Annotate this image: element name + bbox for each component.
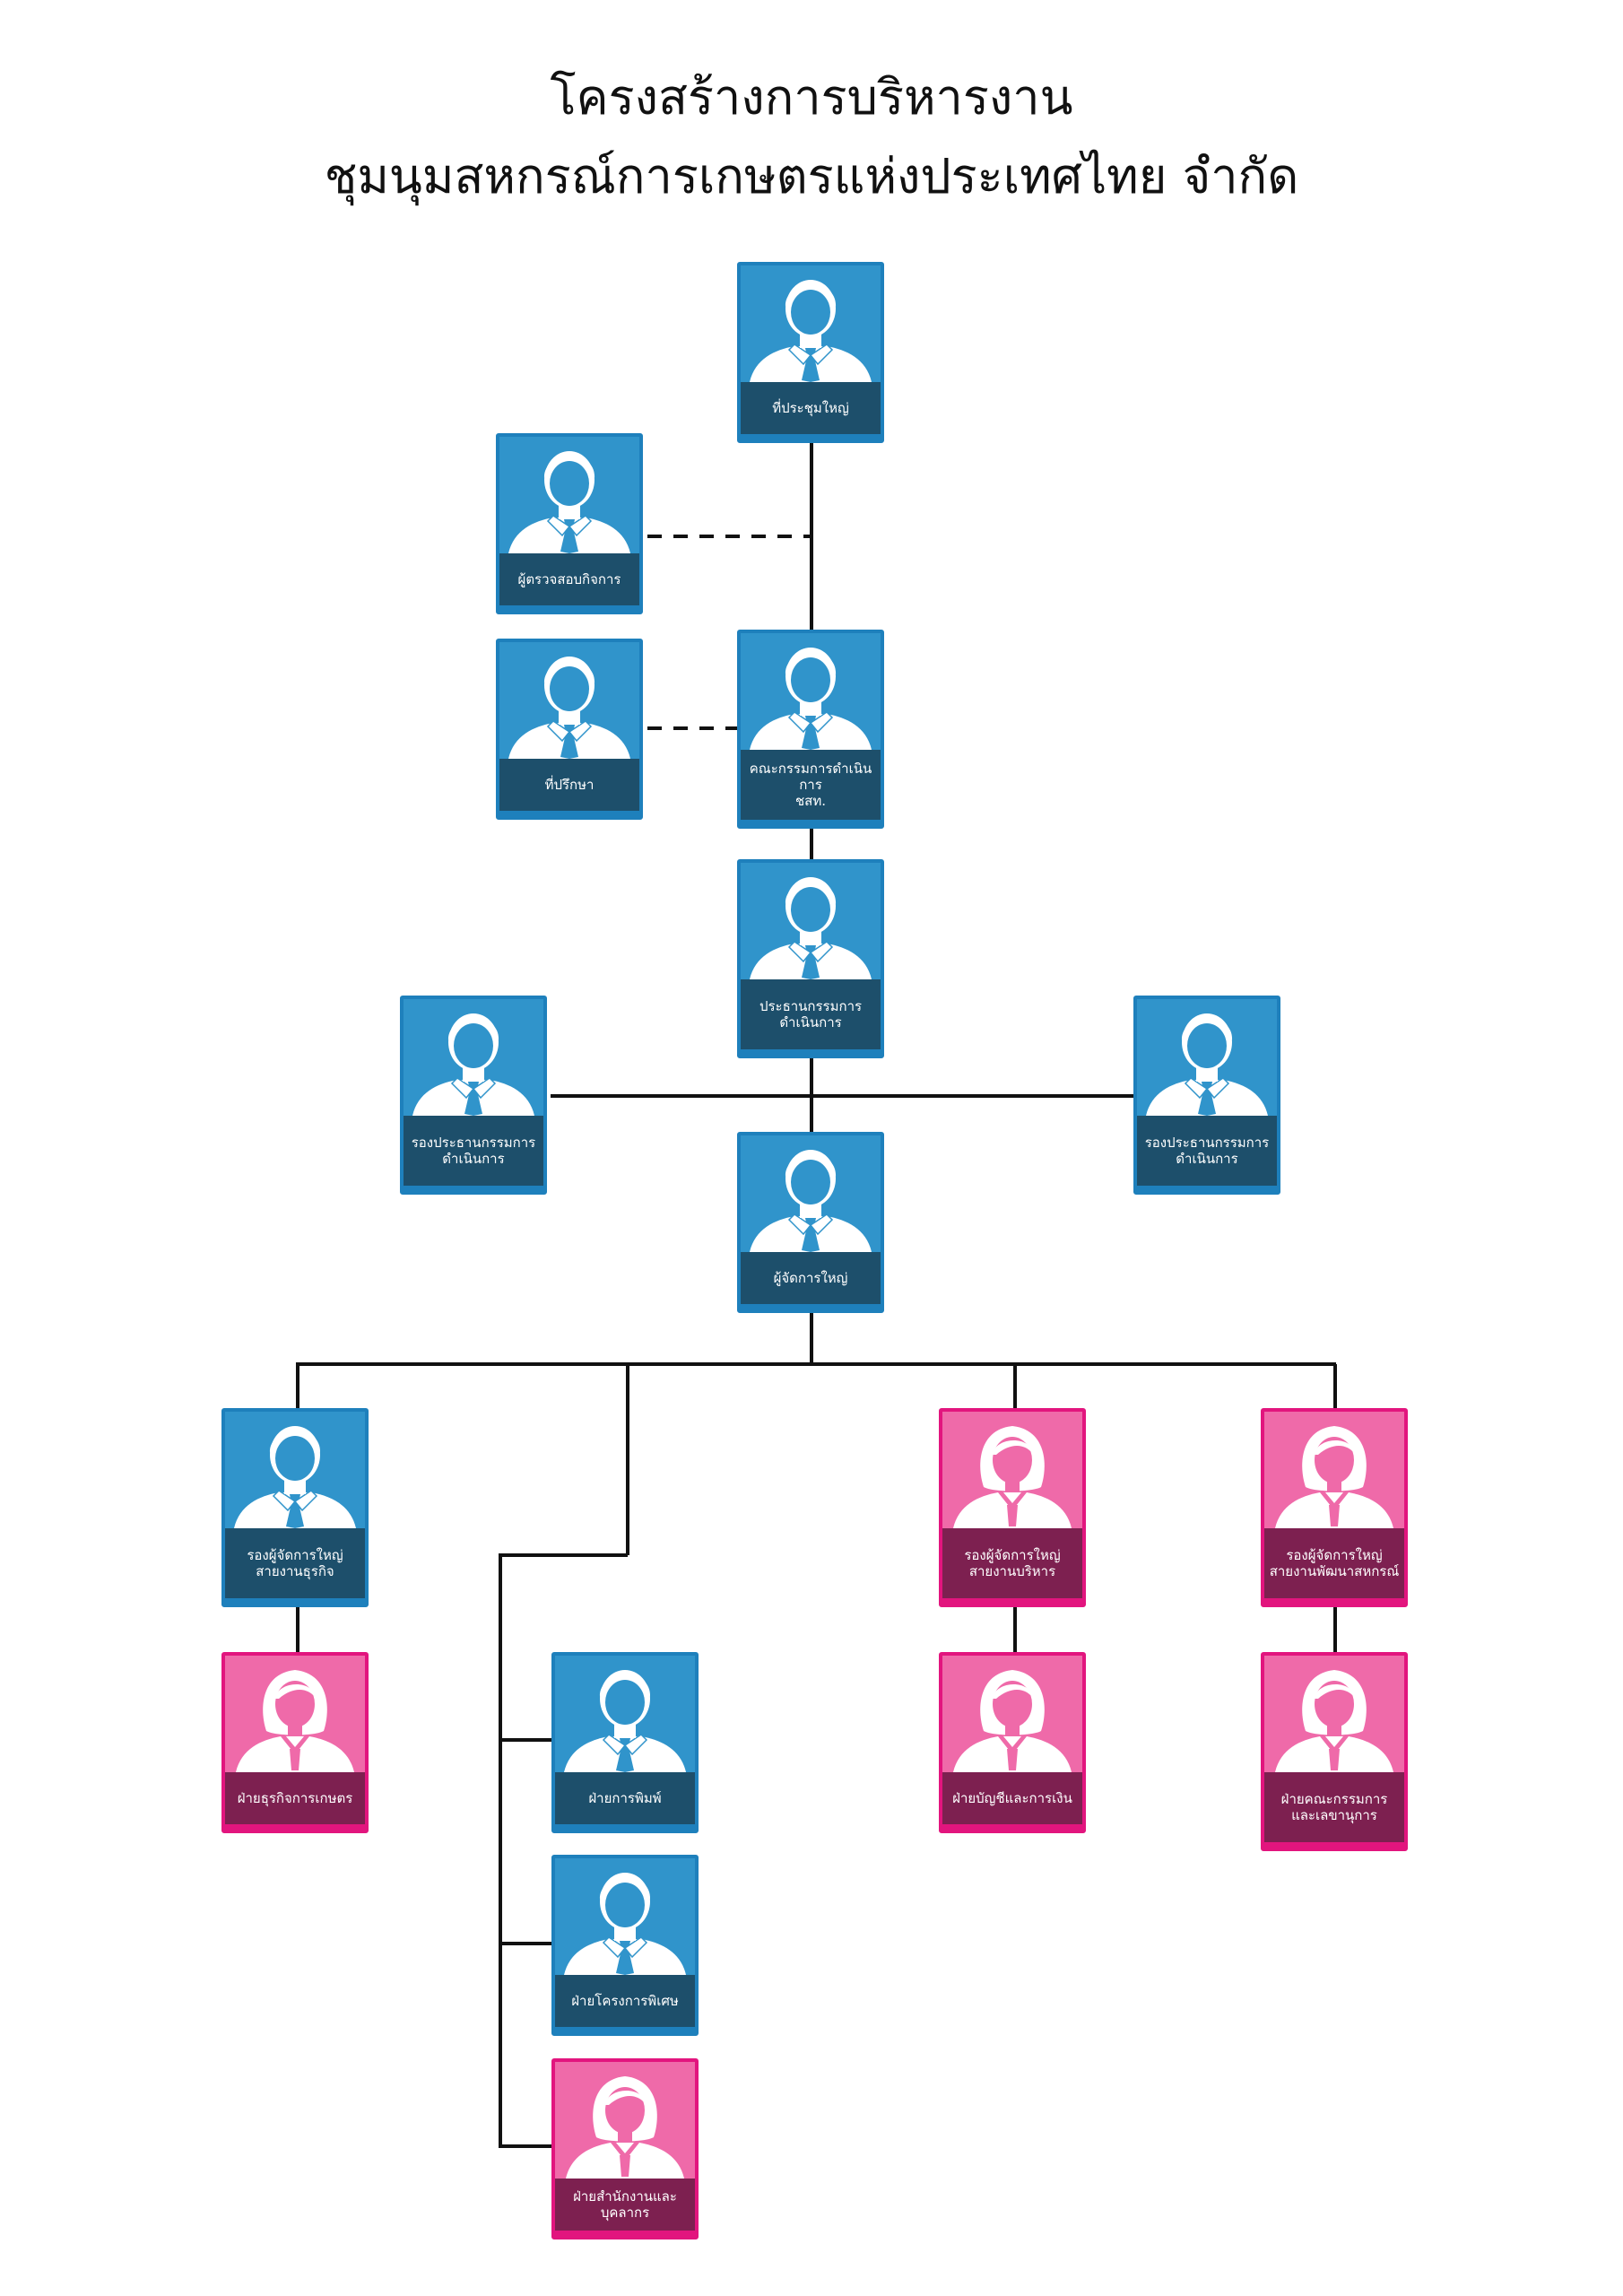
org-node-label: ฝ่ายการพิมพ์ xyxy=(555,1772,695,1824)
org-node-label: ฝ่ายธุรกิจการเกษตร xyxy=(225,1772,365,1824)
male-person-icon xyxy=(564,1670,686,1772)
node-bottom-stripe xyxy=(1264,1598,1404,1604)
node-bottom-stripe xyxy=(499,811,639,816)
org-node-dept-office-hr: ฝ่ายสำนักงานและบุคลากร xyxy=(551,2058,699,2239)
node-bottom-stripe xyxy=(499,605,639,611)
org-node-dgm-development: รองผู้จัดการใหญ่ สายงานพัฒนาสหกรณ์ xyxy=(1261,1408,1408,1607)
org-node-label: รองประธานกรรมการ ดำเนินการ xyxy=(404,1116,543,1186)
org-node-label: ฝ่ายโครงการพิเศษ xyxy=(555,1975,695,2027)
male-person-icon xyxy=(750,280,872,382)
org-node-label: รองผู้จัดการใหญ่ สายงานพัฒนาสหกรณ์ xyxy=(1264,1528,1404,1598)
org-node-general-meeting: ที่ประชุมใหญ่ xyxy=(737,262,884,443)
org-node-label: ผู้ตรวจสอบกิจการ xyxy=(499,553,639,605)
org-node-dept-board-secretary: ฝ่ายคณะกรรมการ และเลขานุการ xyxy=(1261,1652,1408,1851)
node-bottom-stripe xyxy=(225,1824,365,1830)
node-bottom-stripe xyxy=(404,1186,543,1191)
org-node-chairman: ประธานกรรมการ ดำเนินการ xyxy=(737,859,884,1058)
node-bottom-stripe xyxy=(555,1824,695,1830)
org-node-label: ที่ปรึกษา xyxy=(499,759,639,811)
org-node-label: รองประธานกรรมการ ดำเนินการ xyxy=(1137,1116,1277,1186)
node-bottom-stripe xyxy=(942,1824,1082,1830)
org-node-dept-special: ฝ่ายโครงการพิเศษ xyxy=(551,1855,699,2036)
org-node-dept-accounting: ฝ่ายบัญชีและการเงิน xyxy=(939,1652,1086,1833)
female-person-icon xyxy=(953,1670,1072,1772)
node-bottom-stripe xyxy=(741,1304,881,1309)
node-bottom-stripe xyxy=(741,1049,881,1055)
male-person-icon xyxy=(508,657,630,759)
male-person-icon xyxy=(750,877,872,979)
female-person-icon xyxy=(1275,1670,1393,1772)
org-node-board: คณะกรรมการดำเนินการ ชสท. xyxy=(737,630,884,829)
male-person-icon xyxy=(508,451,630,553)
org-node-dept-printing: ฝ่ายการพิมพ์ xyxy=(551,1652,699,1833)
org-node-label: คณะกรรมการดำเนินการ ชสท. xyxy=(741,750,881,820)
node-bottom-stripe xyxy=(1264,1842,1404,1848)
org-node-general-manager: ผู้จัดการใหญ่ xyxy=(737,1132,884,1313)
org-node-label: ฝ่ายสำนักงานและบุคลากร xyxy=(555,2179,695,2231)
male-person-icon xyxy=(1146,1013,1268,1116)
female-person-icon xyxy=(953,1426,1072,1528)
org-node-label: ฝ่ายคณะกรรมการ และเลขานุการ xyxy=(1264,1772,1404,1842)
org-node-dgm-admin: รองผู้จัดการใหญ่ สายงานบริหาร xyxy=(939,1408,1086,1607)
male-person-icon xyxy=(412,1013,534,1116)
node-bottom-stripe xyxy=(555,2027,695,2032)
org-node-auditor: ผู้ตรวจสอบกิจการ xyxy=(496,433,643,614)
chart-title-line-2: ชุมนุมสหกรณ์การเกษตรแห่งประเทศไทย จำกัด xyxy=(324,148,1299,204)
org-node-label: รองผู้จัดการใหญ่ สายงานบริหาร xyxy=(942,1528,1082,1598)
male-person-icon xyxy=(750,648,872,750)
male-person-icon xyxy=(564,1873,686,1975)
org-node-label: รองผู้จัดการใหญ่ สายงานธุรกิจ xyxy=(225,1528,365,1598)
org-node-label: ฝ่ายบัญชีและการเงิน xyxy=(942,1772,1082,1824)
node-bottom-stripe xyxy=(1137,1186,1277,1191)
org-node-label: ประธานกรรมการ ดำเนินการ xyxy=(741,979,881,1049)
node-bottom-stripe xyxy=(741,820,881,825)
chart-title-line-1: โครงสร้างการบริหารงาน xyxy=(550,69,1073,126)
org-node-label: ผู้จัดการใหญ่ xyxy=(741,1252,881,1304)
node-bottom-stripe xyxy=(555,2231,695,2236)
node-bottom-stripe xyxy=(741,434,881,439)
female-person-icon xyxy=(236,1670,354,1772)
female-person-icon xyxy=(566,2076,684,2179)
org-node-dept-agri-business: ฝ่ายธุรกิจการเกษตร xyxy=(221,1652,369,1833)
female-person-icon xyxy=(1275,1426,1393,1528)
male-person-icon xyxy=(750,1150,872,1252)
org-node-vice-chair-left: รองประธานกรรมการ ดำเนินการ xyxy=(400,996,547,1195)
node-bottom-stripe xyxy=(225,1598,365,1604)
node-bottom-stripe xyxy=(942,1598,1082,1604)
org-node-label: ที่ประชุมใหญ่ xyxy=(741,382,881,434)
org-node-dgm-business: รองผู้จัดการใหญ่ สายงานธุรกิจ xyxy=(221,1408,369,1607)
org-node-vice-chair-right: รองประธานกรรมการ ดำเนินการ xyxy=(1133,996,1280,1195)
org-node-advisor: ที่ปรึกษา xyxy=(496,639,643,820)
male-person-icon xyxy=(234,1426,356,1528)
